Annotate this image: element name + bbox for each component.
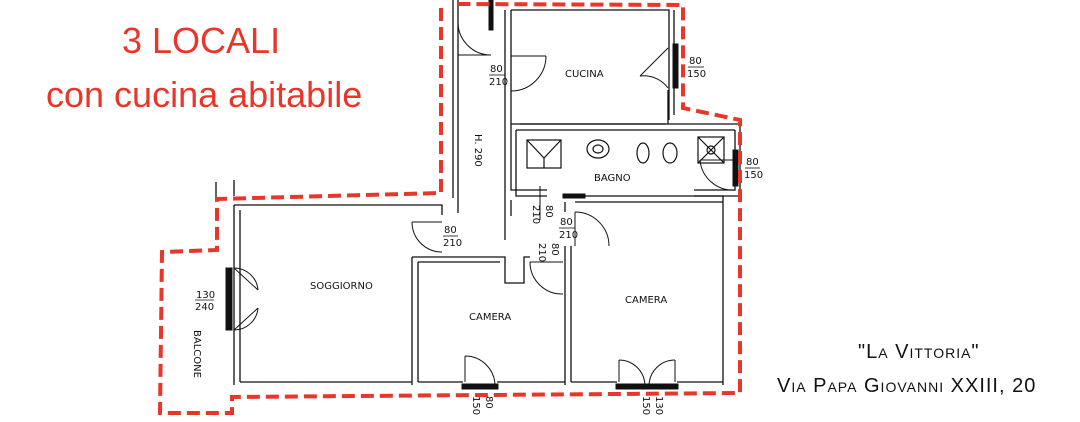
- heading-subtitle: con cucina abitabile: [46, 74, 363, 115]
- dim-soggiorno-door-w: 80: [444, 225, 457, 236]
- walls: [215, 0, 741, 385]
- room-label-bagno: BAGNO: [594, 173, 631, 184]
- dim-soggiorno-door-h: 210: [443, 238, 462, 249]
- dim-bath-window-w: 80: [746, 157, 759, 168]
- building-name: "La Vittoria": [858, 341, 980, 363]
- ceiling-height-label: H. 290: [472, 134, 483, 167]
- dim-balcony-door-h: 240: [195, 302, 214, 313]
- room-label-cucina: CUCINA: [565, 69, 604, 80]
- dim-camera-door-h: 210: [559, 230, 578, 241]
- room-label-camera-left: CAMERA: [469, 312, 511, 323]
- dim-bath-window-h: 150: [744, 170, 763, 181]
- room-label-balcone: BALCONE: [191, 330, 202, 378]
- dim-camera-door-w: 80: [560, 217, 573, 228]
- bidet-icon: [636, 142, 650, 164]
- dim-top-door-h: 210: [489, 77, 508, 88]
- dim-bottom-left-window-h: 150: [470, 396, 481, 415]
- dim-balcony-door-w: 130: [196, 290, 215, 301]
- dim-kitchen-window-w: 80: [689, 56, 702, 67]
- dim-top-door-w: 80: [490, 64, 503, 75]
- sink-icon: [586, 139, 610, 159]
- dim-bottom-left-window-w: 80: [483, 396, 494, 409]
- dim-bottom-right-window-h: 150: [640, 396, 651, 415]
- doors: [225, 0, 739, 390]
- dim-kitchen-window-h: 150: [687, 69, 706, 80]
- dim-camera-left-door-h: 210: [536, 243, 547, 262]
- heading-rooms: 3 LOCALI: [122, 20, 281, 61]
- shower-tray-icon: [697, 136, 725, 164]
- room-label-soggiorno: SOGGIORNO: [310, 281, 373, 292]
- room-label-camera-right: CAMERA: [625, 295, 667, 306]
- dim-bottom-right-window-w: 130: [653, 396, 664, 415]
- street-address: Via Papa Giovanni XXIII, 20: [777, 375, 1037, 397]
- toilet-icon: [662, 142, 678, 164]
- bathroom-fixtures: [526, 136, 725, 169]
- dim-bath-door-h: 210: [530, 205, 541, 224]
- apartment-outline: [157, 2, 742, 415]
- dim-camera-left-door-w: 80: [549, 243, 560, 256]
- dim-bath-door-w: 80: [543, 205, 554, 218]
